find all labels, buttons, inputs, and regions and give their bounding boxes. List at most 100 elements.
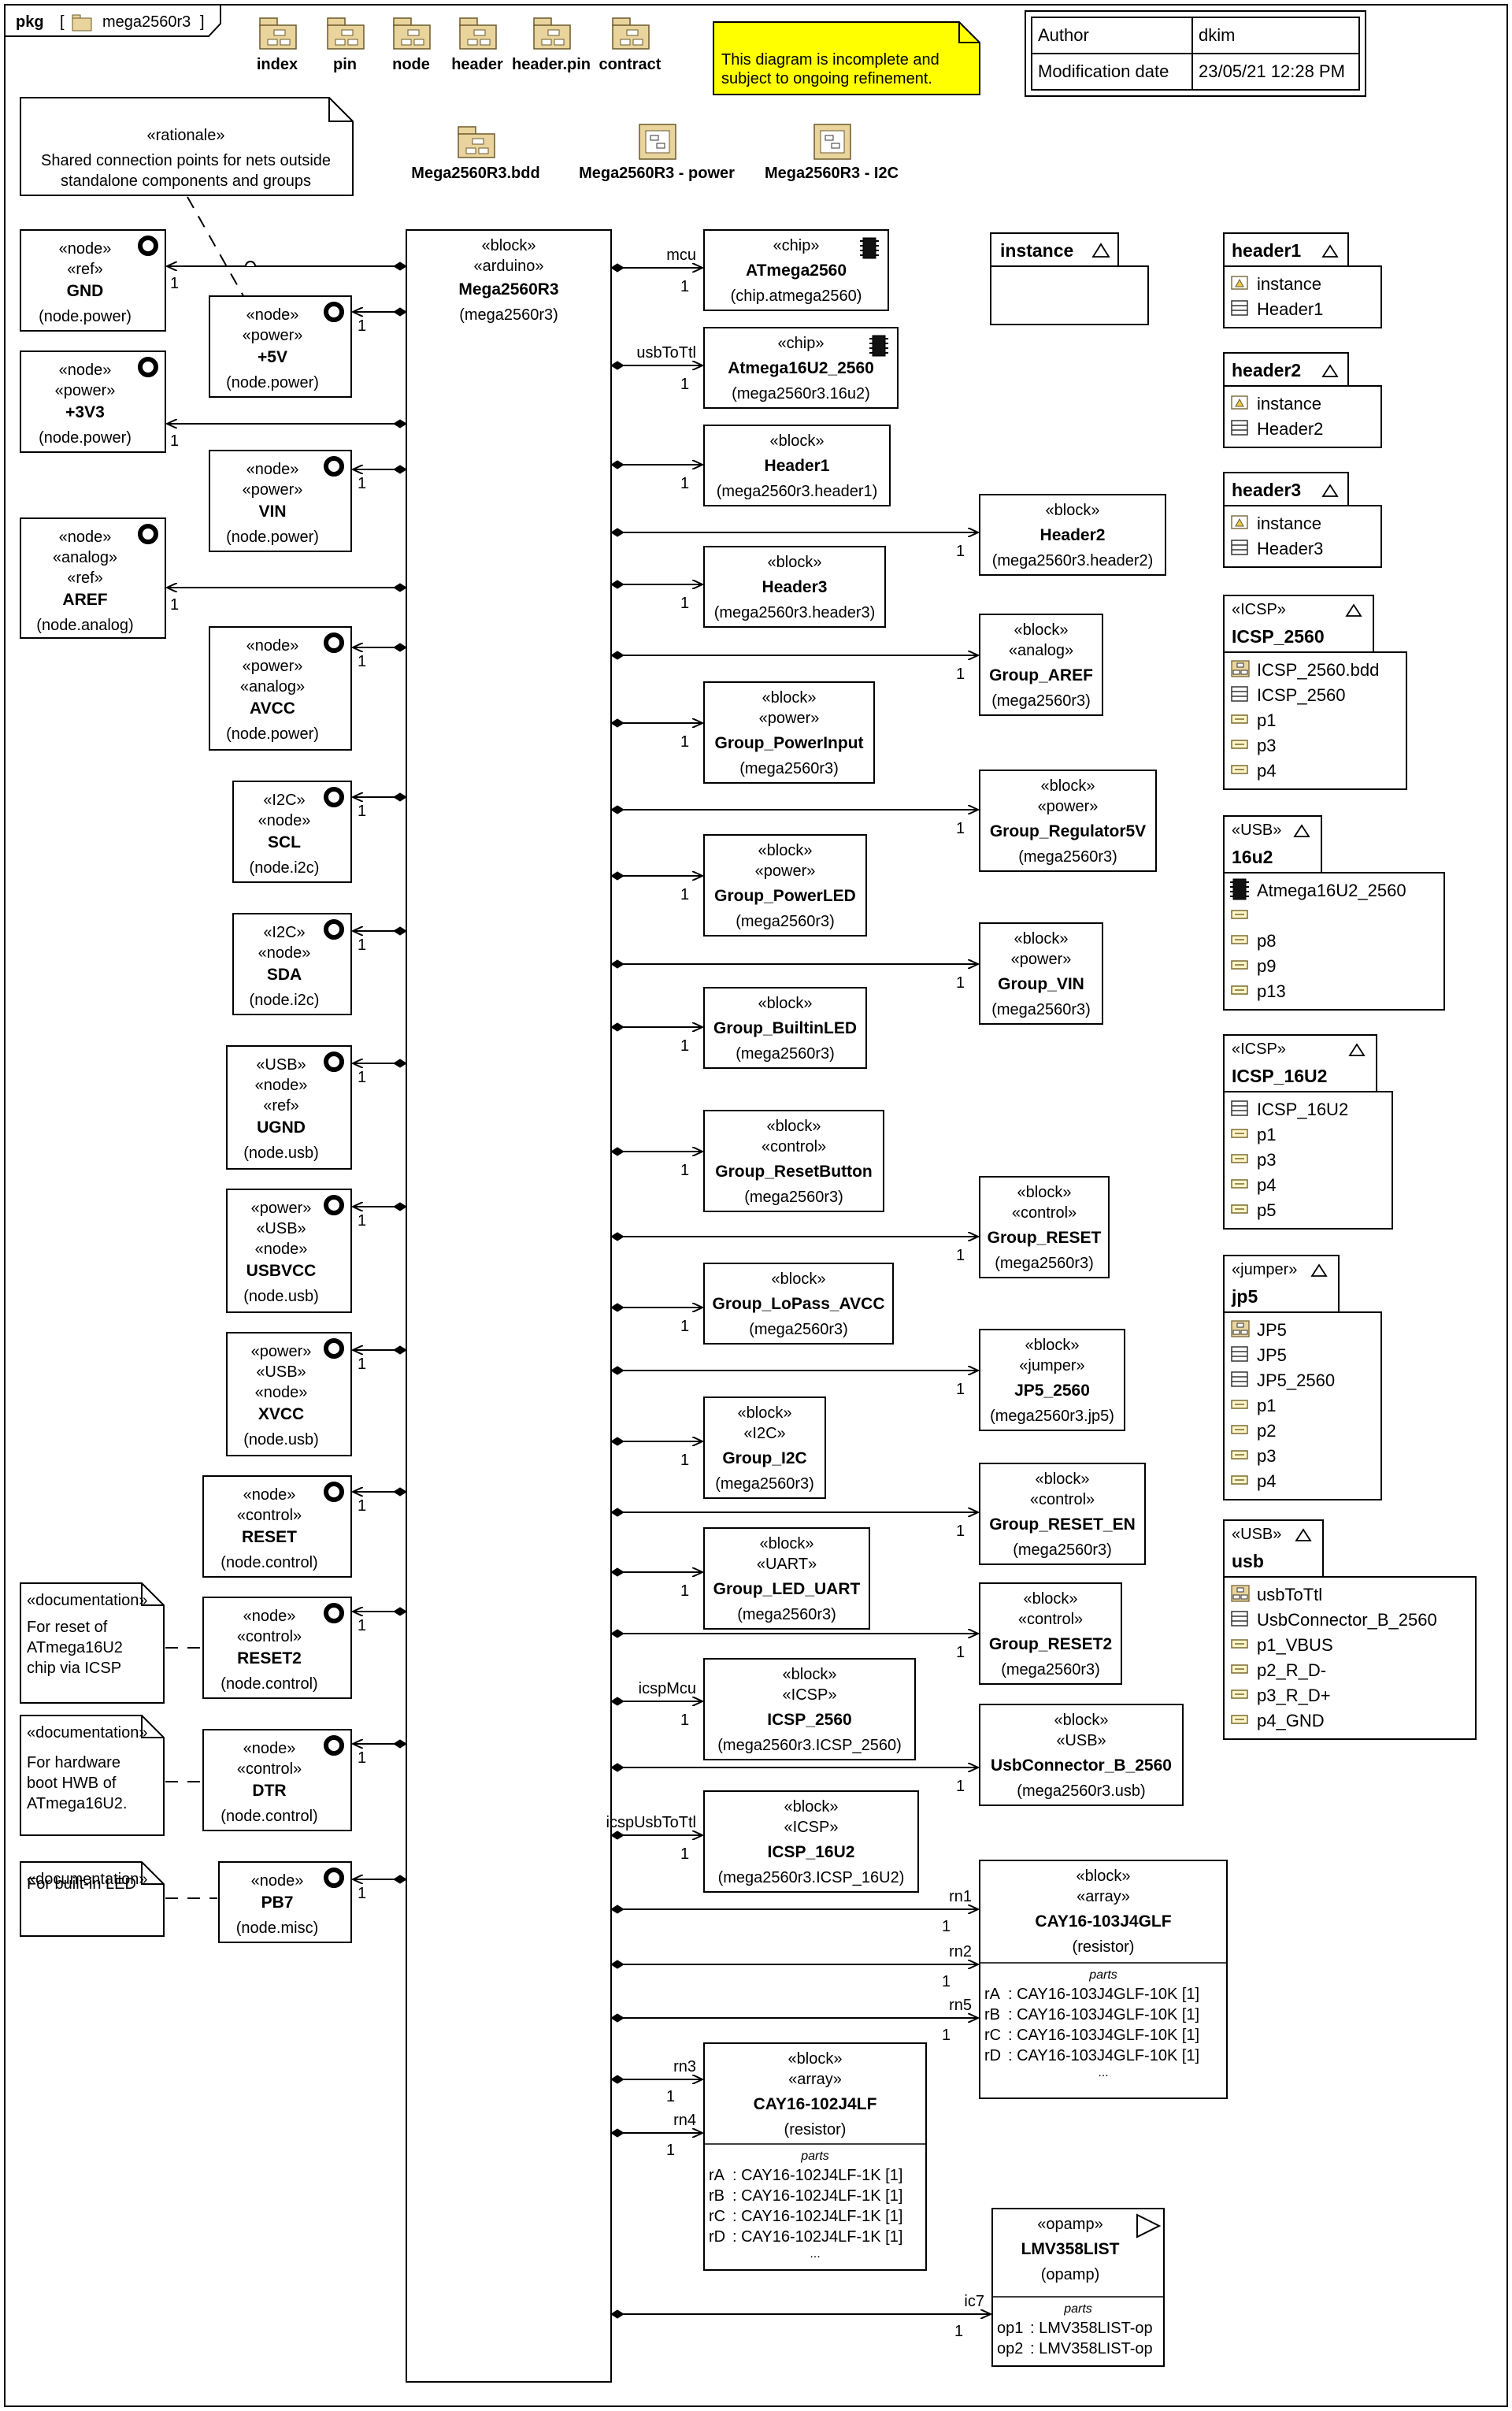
part-header1: «block»Header1(mega2560r3.header1)1 bbox=[610, 425, 891, 506]
multiplicity-label: 1 bbox=[358, 475, 366, 492]
part-box bbox=[979, 1704, 1184, 1806]
composition-diamond bbox=[610, 580, 624, 589]
composition-diamond bbox=[610, 1022, 624, 1032]
node-name: RESET2 bbox=[237, 1649, 302, 1667]
rationale-line-2: standalone components and groups bbox=[61, 172, 311, 190]
package-index-label: index bbox=[257, 56, 298, 73]
node-stereotype: «control» bbox=[237, 1507, 302, 1524]
documentation-line: For hardware bbox=[27, 1754, 120, 1771]
diagram-icon-glyph bbox=[831, 143, 840, 149]
multiplicity-label: 1 bbox=[680, 1162, 689, 1179]
composition-diamond bbox=[610, 871, 624, 881]
node-plus5v: «node»«power»+5V(node.power)1 bbox=[209, 295, 407, 398]
array-blocks: «block»«array»CAY16-103J4GLF(resistor)pa… bbox=[610, 1860, 1228, 2367]
composition-diamond bbox=[393, 1059, 407, 1068]
composition-diamond bbox=[610, 1232, 624, 1241]
part-property-type: : CAY16-102J4LF-1K [1] bbox=[732, 2187, 902, 2205]
collapse-triangle-icon bbox=[1321, 364, 1339, 377]
part-box bbox=[979, 614, 1103, 716]
node-type: (node.power) bbox=[226, 374, 319, 391]
port-ring-icon bbox=[324, 1868, 344, 1888]
multiplicity-label: 1 bbox=[358, 317, 366, 335]
side-package-icsp_2560: «ICSP»ICSP_2560ICSP_2560.bddICSP_2560p1p… bbox=[1223, 595, 1407, 790]
part-group-regulator5v: «block»«power»Group_Regulator5V(mega2560… bbox=[610, 770, 1157, 872]
part-name: Group_RESET_EN bbox=[989, 1515, 1136, 1534]
package-icon-glyph bbox=[267, 39, 278, 46]
parts-compartment-label: parts bbox=[1088, 1968, 1117, 1982]
multiplicity-label: 1 bbox=[942, 2027, 951, 2044]
node-stereotype: «control» bbox=[237, 1760, 302, 1778]
multiplicity-label: 1 bbox=[956, 1644, 965, 1661]
package-icon-body bbox=[458, 133, 495, 158]
node-name: +3V3 bbox=[65, 403, 105, 421]
parts-compartment-label: parts bbox=[1063, 2302, 1092, 2316]
note-fold bbox=[141, 1716, 164, 1738]
part-property-type: : CAY16-103J4GLF-10K [1] bbox=[1008, 1986, 1199, 2003]
node-gnd: «node»«ref»GND(node.power)1 bbox=[20, 229, 407, 332]
multiplicity-label: 1 bbox=[956, 974, 965, 992]
documentation-line: For built-in LED bbox=[27, 1875, 136, 1893]
part-stereotype: «block» bbox=[758, 995, 813, 1012]
node-name: UGND bbox=[257, 1118, 306, 1137]
node-name: AVCC bbox=[250, 699, 295, 718]
composition-diamond bbox=[610, 528, 624, 537]
multiplicity-label: 1 bbox=[358, 803, 366, 820]
multiplicity-label: 1 bbox=[680, 1318, 689, 1335]
node-box bbox=[20, 517, 166, 639]
array-stereotype: «block» bbox=[1077, 1868, 1131, 1885]
part-stereotype: «block» bbox=[768, 554, 822, 571]
main-stereotype-block: «block» bbox=[482, 237, 536, 254]
side-package-item: Header1 bbox=[1257, 299, 1323, 319]
diagram-link-label: Mega2560R3 - I2C bbox=[765, 165, 899, 182]
part-stereotype: «block» bbox=[1024, 1590, 1078, 1608]
multiplicity-label: 1 bbox=[956, 666, 965, 683]
date-label: Modification date bbox=[1038, 61, 1169, 81]
part-name: ICSP_16U2 bbox=[768, 1843, 855, 1861]
composition-diamond bbox=[610, 1763, 624, 1772]
port-ring-icon bbox=[324, 919, 344, 940]
multiplicity-label: 1 bbox=[358, 1356, 366, 1373]
part-group-powerinput: «block»«power»Group_PowerInput(mega2560r… bbox=[610, 681, 875, 784]
diagram-icon-glyph bbox=[825, 135, 834, 141]
note-body bbox=[20, 1861, 165, 1937]
side-package-tab bbox=[1223, 1034, 1377, 1092]
part-stereotype: «USB» bbox=[1056, 1732, 1106, 1749]
composition-diamond bbox=[610, 2075, 624, 2084]
node-stereotype: «node» bbox=[59, 362, 112, 379]
multiplicity-label: 1 bbox=[956, 820, 965, 837]
documentation-line: chip via ICSP bbox=[27, 1660, 121, 1677]
node-stereotype: «power» bbox=[243, 327, 303, 344]
warning-note: This diagram is incomplete and subject t… bbox=[713, 21, 980, 95]
side-package-stereotype: «ICSP» bbox=[1232, 601, 1286, 618]
collapse-triangle-icon bbox=[1310, 1263, 1328, 1277]
composition-diamond bbox=[610, 1303, 624, 1312]
multiplicity-label: 1 bbox=[680, 595, 689, 612]
diagram-link-icon bbox=[813, 124, 851, 160]
part-header2: «block»Header2(mega2560r3.header2)1 bbox=[610, 494, 1166, 576]
diagram-icon-glyph bbox=[1232, 1330, 1240, 1335]
diagram-icon-glyph bbox=[1236, 1587, 1244, 1593]
node-type: (node.power) bbox=[226, 529, 319, 546]
documentation-notes: «documentation»For reset ofATmega16U2chi… bbox=[20, 1582, 217, 1937]
side-package-title: header3 bbox=[1232, 480, 1301, 500]
part-box bbox=[703, 987, 867, 1069]
composition-diamond bbox=[393, 643, 407, 652]
role-label: rn4 bbox=[673, 2112, 696, 2129]
package-icon-glyph bbox=[341, 29, 354, 36]
node-stereotype: «node» bbox=[59, 529, 112, 546]
warning-line-1: This diagram is incomplete and bbox=[721, 51, 939, 69]
composition-diamond bbox=[393, 1607, 407, 1616]
part-name: Header2 bbox=[1040, 526, 1106, 544]
node-name: XVCC bbox=[258, 1405, 304, 1423]
block-icon bbox=[1231, 1100, 1248, 1116]
node-stereotype: «node» bbox=[243, 1740, 296, 1757]
package-pin-icon bbox=[327, 17, 365, 50]
part-name: Group_AREF bbox=[989, 666, 1093, 684]
part-group-builtinled: «block»Group_BuiltinLED(mega2560r3)1 bbox=[610, 987, 867, 1069]
part-type: (mega2560r3) bbox=[991, 1001, 1091, 1018]
part-name: Group_PowerInput bbox=[715, 734, 864, 752]
collapse-triangle-icon bbox=[1345, 603, 1362, 617]
